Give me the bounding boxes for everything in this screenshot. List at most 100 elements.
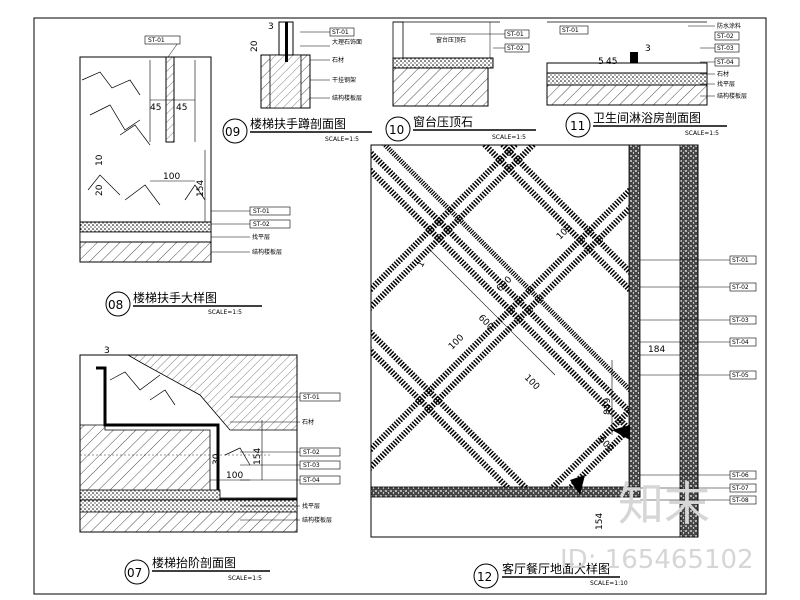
material-code: ST-02 <box>507 45 524 52</box>
detail-number: 12 <box>477 570 492 584</box>
detail-number: 08 <box>108 298 123 312</box>
dim-label: 100 <box>447 333 466 352</box>
dim-label: 30 <box>212 453 222 465</box>
material-code: ST-02 <box>253 221 270 228</box>
border-strip-bottom <box>370 486 641 498</box>
dim-label: 20 <box>250 40 260 52</box>
detail-number: 11 <box>570 119 585 133</box>
detail-title: 客厅餐厅地面大样图 <box>502 561 610 576</box>
dim-label: 100 <box>163 172 180 182</box>
detail-07: 3 100 154 30 ST-01 石材 ST-02 ST-03 ST-04 … <box>79 346 341 585</box>
detail-number: 10 <box>389 123 404 137</box>
note-label: 结构楼板层 <box>332 94 362 102</box>
dim-label: 3 <box>268 22 274 32</box>
note-label: 干挂钢架 <box>332 76 356 84</box>
material-code: ST-05 <box>732 372 749 379</box>
detail-number-bubble <box>473 563 499 589</box>
material-code: ST-04 <box>732 339 749 346</box>
detail-number-bubble <box>124 559 150 585</box>
material-code: ST-01 <box>507 31 524 38</box>
detail-10: ST-01 ST-02 窗台压顶石 10 窗台压顶石 SCALE=1:5 <box>385 21 536 142</box>
detail-number: 09 <box>225 125 240 139</box>
material-code: ST-03 <box>717 45 734 52</box>
detail-09: 3 20 ST-01 大理石饰面 石材 干挂钢架 结构楼板层 09 楼梯扶手蹲剖… <box>222 21 372 144</box>
step-structure <box>79 424 298 533</box>
material-code: ST-03 <box>303 462 320 469</box>
detail-scale: SCALE=1:5 <box>228 575 262 582</box>
watermark-brand: 知末 <box>618 477 710 531</box>
note-label: 结构楼板层 <box>717 92 747 100</box>
material-code: ST-04 <box>303 477 320 484</box>
dim-label: 154 <box>595 513 605 530</box>
material-code: ST-06 <box>732 472 749 479</box>
detail-number-bubble <box>385 116 411 142</box>
note-label: 大理石饰面 <box>332 38 362 46</box>
material-code: ST-02 <box>732 284 749 291</box>
material-code: ST-01 <box>253 208 270 215</box>
dim-label: 3 <box>104 346 110 356</box>
shower-curb <box>630 52 638 63</box>
dim-label: 45 <box>176 103 187 113</box>
shower-screed <box>546 72 708 86</box>
detail-title: 楼梯抬阶剖面图 <box>152 555 236 570</box>
detail-title: 窗台压顶石 <box>413 114 473 129</box>
dim-label: 100 <box>522 373 541 392</box>
note-label: 防水涂料 <box>717 22 741 30</box>
detail-scale: SCALE=1:5 <box>325 136 359 143</box>
handrail-post <box>165 56 175 143</box>
material-code: ST-08 <box>732 497 749 504</box>
detail-number-bubble <box>565 112 591 138</box>
detail-12-tags: ST-01 ST-02 ST-03 ST-04 ST-05 ST-06 ST-0… <box>640 255 757 505</box>
note-label: 找平层 <box>302 502 320 510</box>
structural-slab <box>546 84 708 106</box>
detail-scale: SCALE=1:5 <box>492 134 526 141</box>
detail-scale: SCALE=1:5 <box>685 130 719 137</box>
detail-12: 600 600 100 100 100 184 849 600 154 1 ST… <box>370 144 757 589</box>
dim-label: 5 <box>598 57 604 67</box>
marble-veining <box>81 71 206 206</box>
dim-label: 600 <box>596 435 615 454</box>
detail-08: 45 45 100 154 10 20 ST-01 ST-01 ST-02 找平… <box>79 35 291 317</box>
dim-label: 154 <box>196 180 206 197</box>
section-arrow <box>570 475 585 495</box>
border-strip-outer <box>679 144 699 538</box>
structural-slab <box>79 241 212 263</box>
note-label: 石材 <box>302 418 314 426</box>
detail-number-bubble <box>222 118 248 144</box>
material-code: ST-01 <box>148 37 165 44</box>
sill-capstone <box>392 57 494 69</box>
border-strip-inner <box>628 144 641 498</box>
material-code: ST-07 <box>732 485 749 492</box>
material-code: ST-01 <box>332 29 349 36</box>
detail-scale: SCALE=1:5 <box>208 309 242 316</box>
dim-label: 154 <box>253 448 263 465</box>
note-label: 找平层 <box>717 80 735 88</box>
detail-number: 07 <box>127 566 142 580</box>
note-label: 窗台压顶石 <box>436 36 466 44</box>
material-code: ST-04 <box>717 59 734 66</box>
detail-title: 楼梯扶手蹲剖面图 <box>250 116 346 131</box>
note-label: 石材 <box>332 56 344 64</box>
detail-title: 楼梯扶手大样图 <box>133 290 217 305</box>
detail-scale: SCALE=1:10 <box>590 580 628 587</box>
material-code: ST-03 <box>732 317 749 324</box>
sill-wall <box>392 67 489 107</box>
watermark: 知末 ID: 165465102 <box>560 477 754 575</box>
note-label: 石材 <box>717 70 729 78</box>
watermark-id: ID: 165465102 <box>560 545 754 575</box>
material-code: ST-01 <box>303 394 320 401</box>
dim-label: 20 <box>95 184 105 196</box>
dim-label: 45 <box>606 57 617 67</box>
dim-label: 849 <box>603 398 613 415</box>
note-label: 结构楼板层 <box>302 516 332 524</box>
material-code: ST-02 <box>717 33 734 40</box>
floor-finish-layer <box>79 221 212 233</box>
detail-11: 5 45 3 ST-01 防水涂料 ST-02 ST-03 ST-04 石材 找… <box>546 21 747 138</box>
detail-number-bubble <box>105 291 131 317</box>
dim-label: 1 <box>416 260 428 270</box>
material-code: ST-01 <box>732 257 749 264</box>
section-arrow <box>612 425 630 440</box>
dim-label: 3 <box>645 44 651 54</box>
